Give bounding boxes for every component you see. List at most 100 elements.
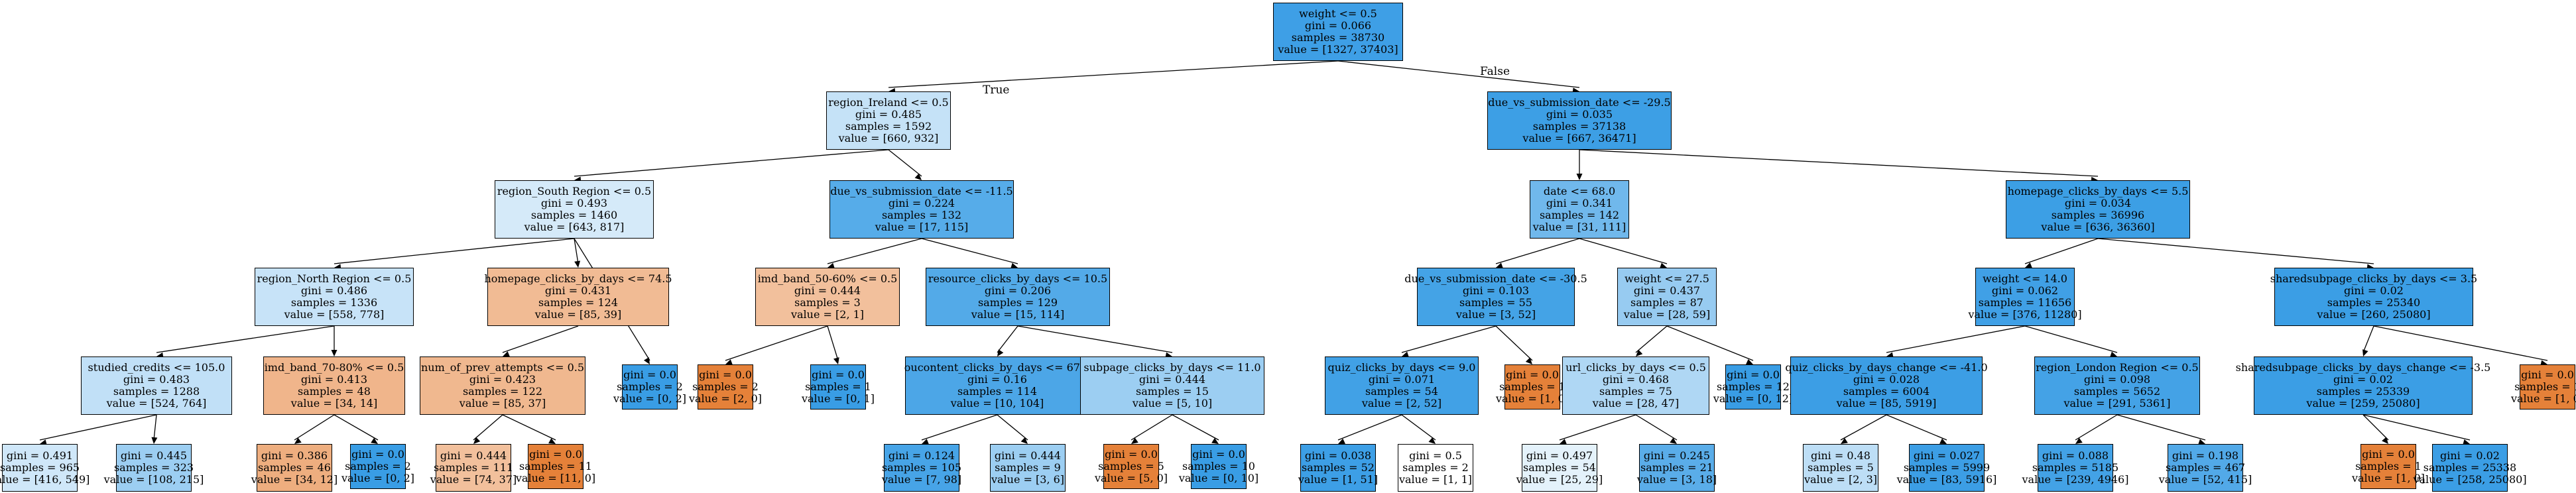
node-line: gini = 0.423 [469,373,536,386]
node-line: gini = 0.028 [1853,373,1920,386]
tree-edge [1495,238,1580,264]
tree-edge-arrowhead [1746,358,1753,365]
node-line: gini = 0.198 [2172,449,2239,462]
tree-edge [921,238,1018,264]
node-line: value = [258, 25080] [2413,473,2527,486]
node-line: value = [85, 37] [459,397,546,410]
tree-edge [574,149,889,177]
node-line: samples = 48 [298,385,371,398]
node-line: samples = 12 [1717,380,1790,393]
node-line: gini = 0.16 [967,373,1027,386]
tree-edge [2097,238,2374,264]
tree-edge [1886,325,2026,353]
tree-edge-arrowhead [2362,349,2368,356]
node-line: gini = 0.0 [1192,448,1245,461]
node-line: gini = 0.468 [1602,373,1670,386]
tree-edge-arrowhead [371,437,378,444]
node-line: weight <= 0.5 [1299,7,1377,20]
node-line: samples = 2 [345,460,411,472]
tree-node-n30: sharedsubpage_clicks_by_days_change <= -… [2236,356,2490,415]
node-line: gini = 0.413 [300,373,368,386]
node-line: subpage_clicks_by_days <= 11.0 [1083,361,1261,374]
tree-edge [1635,414,1678,441]
tree-edge [2075,414,2118,441]
tree-edge [1017,325,1173,353]
node-line: gini = 0.0 [1105,448,1158,461]
node-line: samples = 142 [1539,209,1620,221]
node-line: num_of_prev_attempts <= 0.5 [420,361,585,374]
node-line: gini = 0.088 [2042,449,2109,462]
node-line: value = [85, 5919] [1836,397,1937,410]
tree-edge-arrowhead [1131,437,1138,444]
node-line: gini = 0.445 [120,449,188,462]
node-line: gini = 0.0 [699,368,752,381]
node-line: due_vs_submission_date <= -29.5 [1488,96,1671,109]
tree-edge [2373,325,2548,361]
node-line: quiz_clicks_by_days <= 9.0 [1327,361,1476,374]
node-line: samples = 37138 [1532,120,1626,133]
tree-edge [2116,414,2206,441]
node-line: region_London Region <= 0.5 [2036,361,2199,374]
node-line: samples = 15 [1136,385,1209,398]
node-line: gini = 0.103 [1462,284,1530,297]
tree-edge-arrowhead [914,173,922,180]
tree-edge-arrowhead [2198,439,2205,445]
node-line: value = [11, 0] [515,472,596,484]
node-line: value = [31, 111] [1532,221,1626,233]
node-line: samples = 5 [1098,460,1164,472]
node-line: gini = 0.02 [2333,373,2393,386]
node-line: samples = 38730 [1291,31,1385,44]
tree-edge [827,325,839,361]
node-line: value = [28, 47] [1592,397,1680,410]
node-line: due_vs_submission_date <= -11.5 [830,185,1013,197]
node-line: gini = 0.431 [544,284,612,297]
tree-edge [502,325,579,353]
node-line: value = [25, 29] [1516,473,1603,486]
node-line: samples = 1592 [845,120,932,133]
node-line: gini = 0.0 [1506,368,1559,381]
node-line: value = [291, 5361] [2063,397,2171,410]
tree-edge-arrowhead [1428,437,1436,444]
node-line: samples = 21 [1640,461,1713,474]
node-line: samples = 5652 [2073,385,2161,398]
tree-edge [1401,414,1436,441]
node-line: samples = 46 [258,461,331,474]
node-line: region_North Region <= 0.5 [257,272,412,285]
node-line: value = [0, 2] [341,472,415,484]
tree-edge [1579,149,2099,177]
node-line: samples = 3 [794,296,861,309]
tree-edge [473,414,503,441]
node-line: value = [3, 52] [1455,308,1536,321]
node-line: gini = 0.034 [2064,197,2132,209]
node-line: gini = 0.035 [1546,108,1613,121]
node-line: value = [74, 37] [430,473,517,486]
node-line: samples = 129 [977,296,1058,309]
node-line: gini = 0.02 [2440,449,2500,462]
node-line: gini = 0.066 [1304,19,1372,32]
node-line: samples = 1288 [113,385,200,398]
node-line: gini = 0.444 [994,449,1062,462]
node-line: value = [0, 1] [801,392,875,405]
node-line: value = [15, 114] [971,308,1065,321]
node-line: value = [259, 25080] [2306,397,2420,410]
tree-edge-arrowhead [1670,437,1677,444]
node-line: gini = 0.5 [1409,449,1462,462]
node-line: value = [10, 104] [950,397,1044,410]
node-line: imd_band_50-60% <= 0.5 [757,272,898,285]
tree-edge-arrowhead [725,359,733,365]
node-line: gini = 0.245 [1643,449,1711,462]
